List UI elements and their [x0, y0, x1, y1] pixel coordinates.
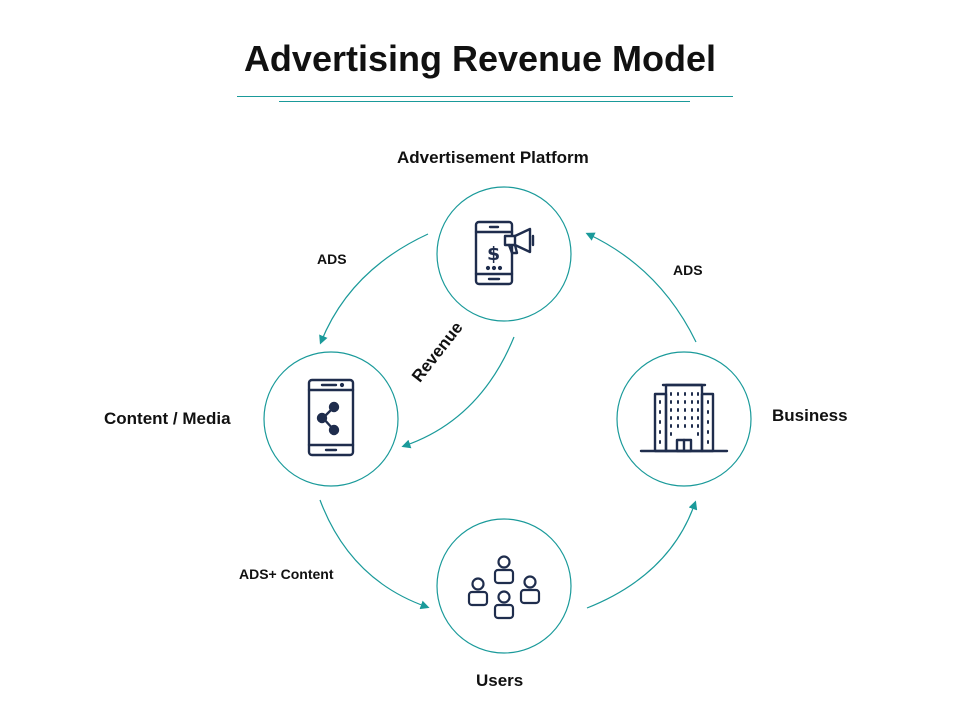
arrow-business-to-platform [585, 232, 697, 343]
svg-text:$: $ [487, 243, 500, 265]
phone-dollar-megaphone-icon: $ [474, 220, 535, 286]
platform-label: Advertisement Platform [397, 148, 589, 167]
arrow-users-to-business [586, 500, 698, 609]
content-media-label: Content / Media [104, 409, 231, 428]
business-node-circle [616, 351, 752, 487]
office-building-icon [639, 383, 729, 453]
business-label: Business [772, 406, 848, 425]
flow-label-ads-content: ADS+ Content [239, 566, 334, 582]
arrow-revenue-platform-to-content [401, 336, 515, 449]
phone-share-icon [307, 378, 355, 457]
page-title: Advertising Revenue Model [243, 38, 717, 79]
user-group-icon [467, 555, 541, 620]
arrow-content-to-users [319, 499, 430, 610]
arrow-platform-to-content [319, 233, 429, 345]
title-underline-top [237, 96, 733, 97]
users-node-circle [436, 518, 572, 654]
title-underline-bottom [279, 101, 690, 102]
users-label: Users [476, 671, 524, 690]
content-node-circle [263, 351, 399, 487]
flow-label-ads-left: ADS [317, 251, 347, 267]
platform-node-circle [436, 186, 572, 322]
flow-label-ads-right: ADS [673, 262, 703, 278]
